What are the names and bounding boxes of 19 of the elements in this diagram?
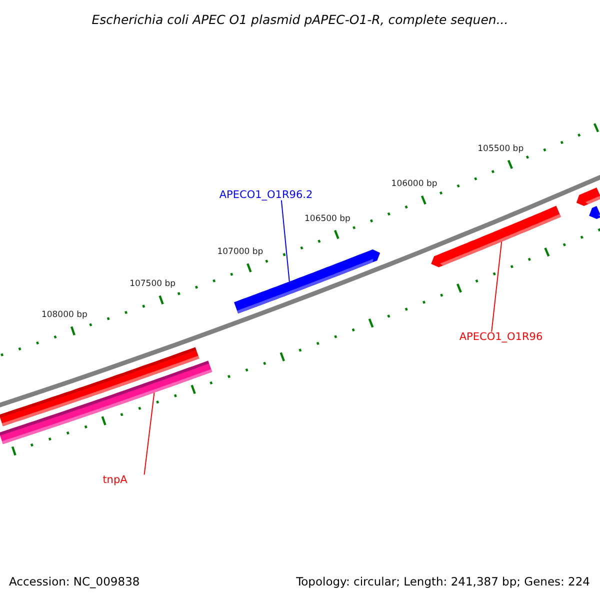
leader-line <box>280 200 290 282</box>
gene-bar <box>576 188 600 206</box>
scale-label: 106500 bp <box>304 214 350 223</box>
summary-text: Topology: circular; Length: 241,387 bp; Genes: 224 <box>296 576 590 588</box>
gene-bar <box>0 360 212 444</box>
gene-bar <box>431 206 561 268</box>
gene-label: APECO1_O1R96.2 <box>219 190 313 200</box>
leader-line <box>144 392 155 476</box>
gene-label: tnpA <box>102 474 128 486</box>
accession-text: Accession: NC_009838 <box>9 576 140 588</box>
title: Escherichia coli APEC O1 plasmid pAPEC-O1-R, complete sequen... <box>92 14 508 26</box>
gene-bar <box>589 206 600 219</box>
scale-label: 105500 bp <box>478 144 524 153</box>
scale-label: 107500 bp <box>130 280 176 288</box>
scale-label: 108000 bp <box>41 310 88 320</box>
gene-label: APECO1_O1R96 <box>459 332 543 342</box>
scale-label: 107000 bp <box>217 248 264 256</box>
scale-label: 106000 bp <box>391 180 438 189</box>
leader-line <box>491 241 502 332</box>
